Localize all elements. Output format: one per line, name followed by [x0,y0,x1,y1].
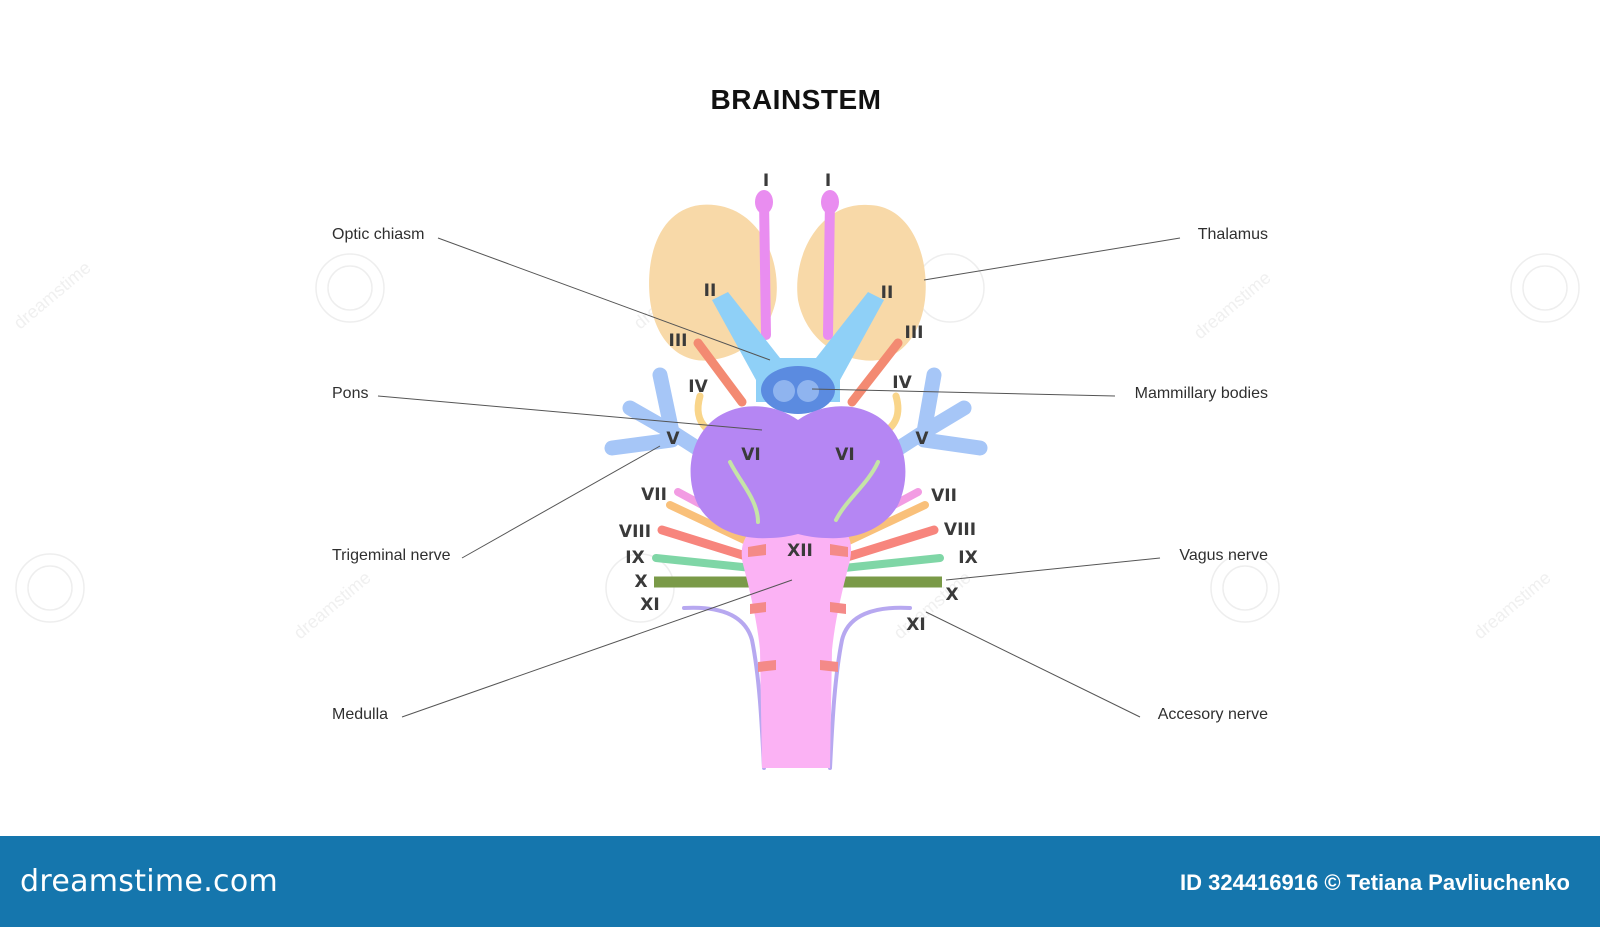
abducens-nerves [728,460,880,524]
nerve-iii-left [693,338,747,407]
pons-shape [690,406,906,539]
nerve-xi-right [828,605,912,770]
watermark-text: dreamstime [10,257,95,333]
label-thalamus: Thalamus [1197,226,1268,243]
label-medulla: Medulla [332,706,389,723]
xii-rootlet [820,660,838,672]
leader-thalamus [923,237,1181,281]
oculomotor-nerves [693,338,903,407]
label-trigeminal-nerve: Trigeminal nerve [332,547,451,564]
numeral-xii: XII [787,541,813,561]
nerve-ix-right [840,554,944,572]
olfactory-bulb-right [821,190,839,214]
xii-rootlet [748,544,766,557]
mammillary-bodies [761,366,835,414]
numeral-vi-right: VI [835,445,854,465]
leader-medulla [401,579,793,718]
leader-optic-chiasm [437,237,771,361]
nerve-v-right-branch-upper [916,400,972,440]
numeral-ix-right: IX [958,548,977,568]
numeral-v-left: V [666,429,680,449]
trochlear-nerves [694,392,902,432]
leader-vagus [945,557,1161,581]
diagram-title: BRAINSTEM [710,84,882,115]
numeral-i-left: I [763,171,769,191]
numeral-viii-left: VIII [619,522,651,542]
xii-rootlet [750,602,766,614]
numeral-vi-left: VI [741,445,760,465]
numeral-ii-right: II [881,283,894,303]
nerve-i-right [823,195,835,340]
label-accesory-nerve: Accesory nerve [1157,706,1268,723]
illustration-canvas: dreamstime dreamstime dreamstime dreamst… [10,84,1580,770]
nerve-vi-right [834,460,880,522]
dreamstime-logo: dreamstime.com [20,864,278,899]
leader-lines [377,237,1181,718]
footer-bar: dreamstime.com ID 324416916 © Tetiana Pa… [0,836,1600,927]
nerve-viii-left-lower [657,525,757,563]
nerve-viii-right [836,501,929,549]
optic-chiasm-shape [712,292,884,402]
nerve-numerals: I I II II III III IV IV V V VI VI VII VI… [619,171,978,635]
leader-accesory [925,611,1141,718]
numeral-iii-left: III [669,331,688,351]
label-pons: Pons [332,385,369,402]
xii-rootlet [758,660,776,672]
numeral-ix-left: IX [625,548,644,568]
olfactory-bulb-left [755,190,773,214]
numeral-vii-right: VII [931,486,957,506]
numeral-ii-left: II [704,281,717,301]
hypoglossal-rootlets [748,544,848,672]
label-mammillary-bodies: Mammillary bodies [1134,385,1268,402]
nerve-xi-left [682,605,766,770]
numeral-iv-right: IV [892,373,912,393]
xii-rootlet [830,544,848,557]
nerve-vi-left [728,460,760,524]
medulla-shape [741,519,852,768]
numeral-x-right: X [945,585,958,605]
numeral-xi-right: XI [906,615,925,635]
nerve-iv-left [694,392,710,432]
image-credit: ID 324416916 © Tetiana Pavliuchenko [1180,870,1570,895]
nerve-viii-left [666,501,759,549]
leader-trigeminal [461,445,661,559]
watermark-text: dreamstime [290,567,375,643]
numeral-iii-right: III [905,323,924,343]
leader-pons [377,395,763,431]
nerve-v-right-branch-lower [916,432,988,456]
label-optic-chiasm: Optic chiasm [332,226,425,243]
numeral-viii-right: VIII [944,520,976,540]
olfactory-nerves [755,190,839,340]
numeral-vii-left: VII [641,485,667,505]
watermark-text: dreamstime [1190,267,1275,343]
xii-rootlet [830,602,846,614]
leader-mammillary [811,388,1116,397]
nerve-iii-right [847,338,903,407]
numeral-iv-left: IV [688,377,708,397]
label-vagus-nerve: Vagus nerve [1179,547,1268,564]
nerve-ix-left [652,554,756,572]
mammillary-body-right [797,380,819,402]
nerve-i-left [759,195,771,340]
numeral-v-right: V [915,429,929,449]
nerve-iv-right [886,392,902,432]
numeral-xi-left: XI [640,595,659,615]
numeral-x-left: X [634,572,647,592]
nerve-v-left-branch-lower [604,432,680,456]
brainstem-diagram: dreamstime dreamstime dreamstime dreamst… [10,171,1580,770]
mammillary-body-left [773,380,795,402]
watermark-text: dreamstime [1470,567,1555,643]
nerve-viii-right-lower [839,525,939,563]
numeral-i-right: I [825,171,831,191]
